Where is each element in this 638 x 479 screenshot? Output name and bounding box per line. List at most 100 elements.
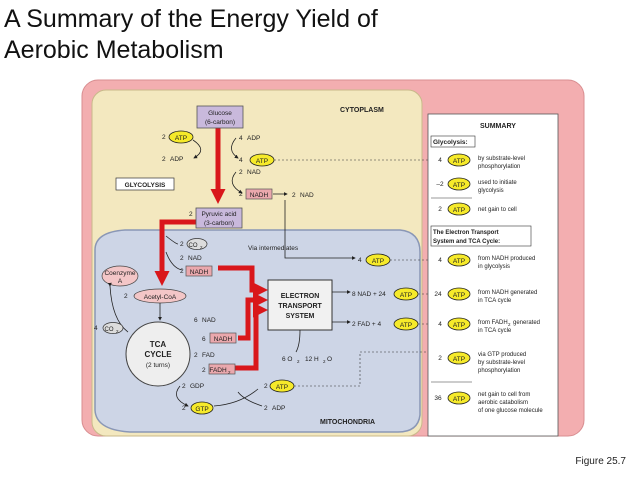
tca-cycle-label: CYCLE — [144, 350, 172, 359]
pyruvic-acid-label: Pyruvic acid — [201, 211, 236, 218]
summary-count: –2 — [436, 181, 444, 188]
fadh2-box — [208, 363, 236, 375]
atp-use-curve — [192, 139, 202, 159]
atp-label: ATP — [400, 292, 412, 299]
summary-text: in TCA cycle — [478, 298, 512, 304]
glycolysis-adp-in-label: ADP — [247, 135, 260, 142]
gtp-to-atp-curve — [213, 388, 263, 407]
summary-panel — [427, 113, 559, 437]
glucose-label: Glucose — [208, 110, 232, 117]
fadh2-subscript: 2 — [228, 370, 231, 375]
atp-label: ATP — [453, 292, 465, 299]
oxygen-subscript: 2 — [297, 359, 300, 364]
nadh-box — [185, 265, 213, 277]
atp-badge — [447, 253, 471, 267]
summary-text: from NADH generated — [478, 290, 537, 296]
pdh-branch-curve — [165, 235, 183, 271]
figure-caption: Figure 25.7 — [575, 456, 626, 467]
summary-text: generated — [513, 320, 540, 326]
atp-produce-curve — [231, 137, 239, 159]
summary-count: 4 — [438, 321, 442, 328]
title-line-1: A Summary of the Energy Yield of — [4, 5, 378, 33]
summary-text: of one glucose molecule — [478, 408, 543, 414]
summary-count: 4 — [438, 257, 442, 264]
summary-text: phosphorylation — [478, 368, 520, 374]
atp-label: ATP — [453, 322, 465, 329]
ets-header-line2: System and TCA Cycle: — [433, 239, 500, 245]
ets-fad-output-label: 2 FAD + 4 — [352, 321, 381, 328]
gdp-to-gtp-curve — [176, 385, 189, 407]
glycolysis-label-box — [115, 177, 175, 191]
nad-regenerated-label: NAD — [300, 192, 314, 199]
atp-badge — [168, 130, 194, 144]
summary-count: 36 — [434, 395, 442, 402]
tca-co2-count: 4 — [94, 325, 98, 332]
tca-gdp-label: GDP — [190, 383, 204, 390]
atp-badge — [447, 317, 471, 331]
co2-label: CO — [105, 327, 114, 333]
glycolysis-adp-label: ADP — [170, 156, 183, 163]
ets-label-line2: TRANSPORT — [278, 303, 322, 310]
gtp-adp-count: 2 — [264, 405, 268, 412]
summary-text: net gain to cell — [478, 207, 517, 213]
water-subscript: 2 — [323, 359, 326, 364]
summary-text: aerobic catabolism — [478, 400, 528, 406]
glycolysis-header-box — [430, 135, 476, 148]
atp-badge — [447, 351, 471, 365]
coenzyme-a-label: Coenzyme — [104, 270, 135, 277]
coenzyme-a-bubble — [101, 265, 139, 287]
tca-gtp-count: 2 — [182, 405, 186, 412]
nadh-to-ets-arrow-2 — [238, 292, 268, 341]
coenzyme-a-recycle — [107, 282, 129, 333]
atp-label: ATP — [175, 135, 187, 142]
pyruvic-count: 2 — [189, 211, 193, 218]
summary-row: 4 ATP by substrate-level phosphorylation — [438, 153, 525, 170]
tca-gdp-count: 2 — [182, 383, 186, 390]
summary-count: 24 — [434, 291, 442, 298]
mitochondria-label: MITOCHONDRIA — [320, 419, 375, 426]
summary-count: 2 — [438, 206, 442, 213]
summary-title: SUMMARY — [480, 123, 516, 130]
co2-subscript: 2 — [116, 329, 119, 334]
nadh-label: NADH — [250, 192, 269, 199]
summary-text: by substrate-level — [478, 156, 525, 162]
atp-label: ATP — [256, 158, 268, 165]
summary-row: –2 ATP used to initiate glycolysis — [436, 177, 517, 194]
oxygen-label: 6 O — [282, 356, 292, 363]
summary-row: 24 ATP from NADH generated in TCA cycle — [434, 287, 537, 304]
atp-label: ATP — [400, 322, 412, 329]
cytoplasm-label: CYTOPLASM — [340, 107, 384, 114]
summary-row: 4 ATP from FADH 2 generated in TCA cycle — [438, 317, 540, 334]
summary-row: 2 ATP via GTP produced by substrate-leve… — [438, 351, 526, 374]
atp-label: ATP — [453, 258, 465, 265]
summary-row: 36 ATP net gain to cell from aerobic cat… — [434, 391, 543, 414]
fadh2-label: FADH — [209, 367, 227, 374]
nadh-box — [209, 332, 237, 344]
water-label-end: O — [327, 356, 332, 363]
oxygen-reduction-curve — [295, 329, 301, 353]
summary-text: from NADH produced — [478, 256, 535, 262]
atp-badge — [447, 153, 471, 167]
glycolysis-label: GLYCOLYSIS — [125, 182, 166, 189]
ets-nad-output-label: 8 NAD + 24 — [352, 291, 386, 298]
electron-transport-system-box — [267, 279, 333, 331]
atp-badge — [447, 177, 471, 191]
co2-bubble — [102, 322, 124, 334]
atp-label: ATP — [453, 182, 465, 189]
nadh-label: NADH — [214, 336, 233, 343]
summary-text: by substrate-level — [478, 360, 525, 366]
pyruvic-carbon-label: (3-carbon) — [204, 220, 234, 227]
summary-count: 2 — [438, 355, 442, 362]
tca-turns-label: (2 turns) — [146, 362, 170, 369]
tca-fadh2-count: 2 — [202, 367, 206, 374]
acetyl-coa-label: Acetyl-CoA — [144, 294, 177, 301]
glycolysis-nad-label: NAD — [247, 169, 261, 176]
summary-row: 4 ATP from NADH produced in glycolysis — [438, 253, 535, 270]
atp-badge — [447, 287, 471, 301]
coenzyme-a-letter: A — [118, 278, 123, 285]
glycolysis-nad-count: 2 — [239, 169, 243, 176]
water-label: 12 H — [305, 356, 319, 363]
ets-header-line1: The Electron Transport — [433, 230, 499, 236]
via-atp-count: 4 — [358, 257, 362, 264]
